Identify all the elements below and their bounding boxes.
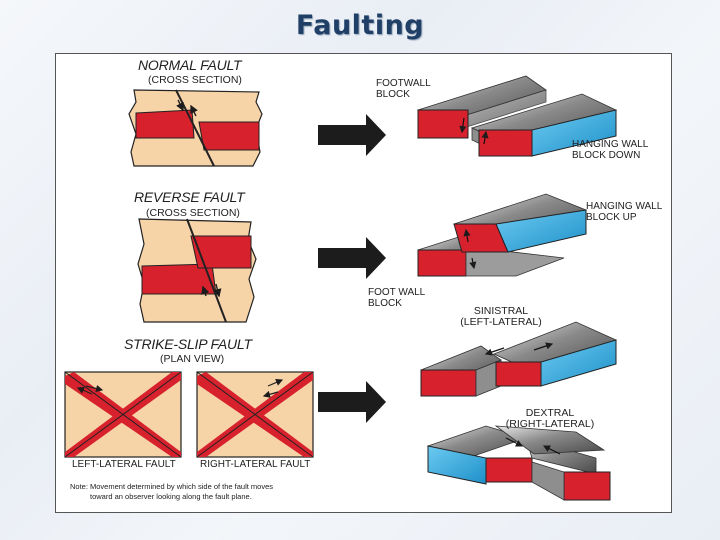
reverse-fault-block	[417, 193, 588, 277]
arrow-strike-slip	[318, 381, 386, 423]
label-foot-wall-block: FOOT WALL BLOCK	[368, 287, 426, 309]
normal-fault-title: NORMAL FAULT	[138, 57, 242, 73]
sinistral-block	[420, 321, 618, 397]
left-lateral-label: LEFT-LATERAL FAULT	[72, 459, 176, 470]
reverse-fault-title: REVERSE FAULT	[134, 189, 245, 205]
note-line-2: toward an observer looking along the fau…	[90, 492, 252, 501]
strike-slip-title: STRIKE-SLIP FAULT	[124, 336, 252, 352]
label-dextral: DEXTRAL (RIGHT-LATERAL)	[505, 407, 595, 431]
left-lateral-plan-view	[64, 371, 182, 458]
right-lateral-plan-view	[196, 371, 314, 458]
dextral-block	[426, 425, 611, 501]
label-hanging-wall-down: HANGING WALL BLOCK DOWN	[572, 139, 649, 161]
reverse-fault-subtitle: (CROSS SECTION)	[146, 207, 240, 219]
label-sinistral: SINISTRAL (LEFT-LATERAL)	[460, 305, 542, 329]
label-hanging-wall-up: HANGING WALL BLOCK UP	[586, 201, 663, 223]
label-footwall-block: FOOTWALL BLOCK	[376, 78, 431, 100]
slide-title: Faulting	[295, 10, 425, 41]
right-lateral-label: RIGHT-LATERAL FAULT	[200, 459, 311, 470]
reverse-fault-cross-section	[137, 218, 257, 323]
normal-fault-block	[417, 75, 618, 157]
fault-diagram-figure: NORMAL FAULT (CROSS SECTION) REVERSE FAU…	[55, 53, 672, 513]
normal-fault-cross-section	[128, 89, 263, 167]
arrow-normal	[318, 114, 386, 156]
arrow-reverse	[318, 237, 386, 279]
fault-diagram-svg	[64, 75, 618, 501]
note-line-1: Note: Movement determined by which side …	[70, 482, 274, 491]
normal-fault-subtitle: (CROSS SECTION)	[148, 74, 242, 86]
strike-slip-subtitle: (PLAN VIEW)	[160, 353, 225, 365]
